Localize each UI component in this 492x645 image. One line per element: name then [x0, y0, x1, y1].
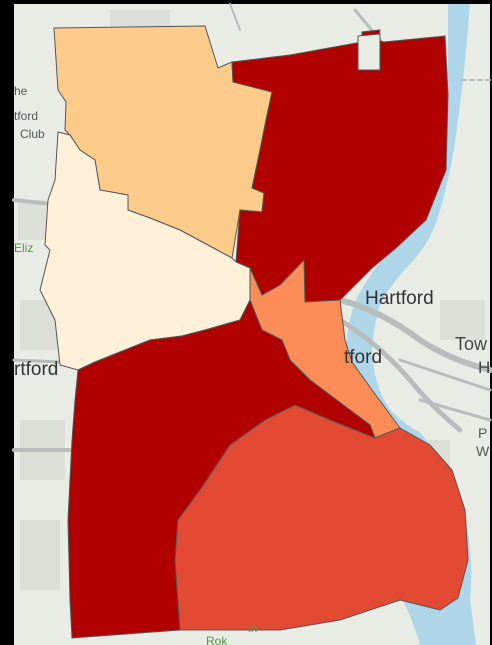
label-hartford-center: tford: [344, 347, 382, 368]
basemap-roads: [12, 3, 492, 452]
region-notch: [357, 33, 381, 71]
label-p: P: [478, 425, 487, 441]
label-hartford-left: rtford: [14, 359, 58, 380]
label-club-1: he: [14, 84, 28, 98]
label-bottom: in: [248, 621, 257, 635]
label-hartford-right: Hartford: [365, 288, 434, 309]
label-tow: Tow: [455, 334, 488, 354]
label-h: H: [478, 358, 490, 377]
label-club-2: tford: [14, 109, 38, 123]
label-bottom-2: Rok: [206, 634, 228, 645]
region-southeast[interactable]: [174, 404, 469, 631]
label-eliz: Eliz: [14, 241, 33, 255]
label-club-3: Club: [20, 127, 45, 141]
label-w: W: [476, 443, 490, 459]
region-southwest[interactable]: [67, 298, 376, 639]
